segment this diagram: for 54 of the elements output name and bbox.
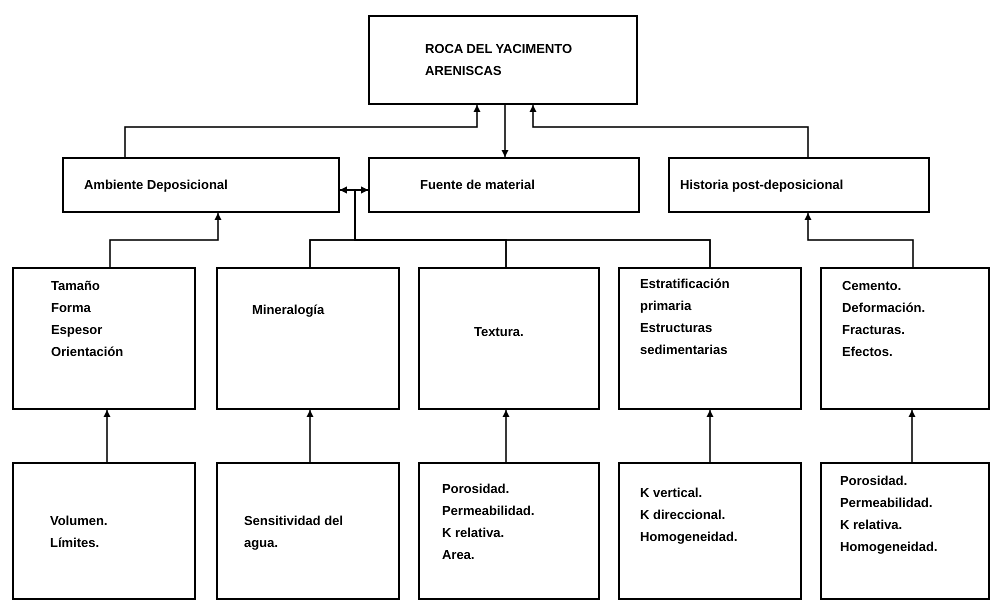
node-text: Fuente de material bbox=[420, 176, 535, 194]
text-box bbox=[216, 462, 400, 600]
text-box bbox=[418, 267, 600, 410]
node-text: K relativa. bbox=[840, 516, 902, 534]
text-box bbox=[820, 462, 990, 600]
connector-arrow bbox=[306, 410, 314, 462]
node-text: K direccional. bbox=[640, 506, 726, 524]
node-text: Forma bbox=[51, 299, 91, 317]
node-text: Mineralogía bbox=[252, 301, 324, 319]
connector-arrow bbox=[502, 410, 510, 462]
connector-arrow bbox=[530, 105, 809, 157]
node-text: Area. bbox=[442, 546, 475, 564]
connector-arrow bbox=[124, 105, 480, 157]
node-text: Textura. bbox=[474, 323, 524, 341]
text-box bbox=[618, 267, 802, 410]
node-text: Tamaño bbox=[51, 277, 100, 295]
node-text: ROCA DEL YACIMENTO ARENISCAS bbox=[425, 40, 574, 80]
text-box bbox=[418, 462, 600, 600]
node-text: Estratificación primaria bbox=[640, 275, 731, 315]
node-text: Homogeneidad. bbox=[640, 528, 738, 546]
node-text: Cemento. bbox=[842, 277, 902, 295]
node-text: K vertical. bbox=[640, 484, 702, 502]
node-text: Espesor bbox=[51, 321, 102, 339]
node-text: Estructuras sedimentarias bbox=[640, 319, 728, 359]
text-box bbox=[12, 462, 196, 600]
text-box bbox=[368, 15, 638, 105]
connector-arrow bbox=[109, 213, 222, 267]
node-text: Orientación bbox=[51, 343, 124, 361]
node-text: Efectos. bbox=[842, 343, 893, 361]
node-text: Sensitividad del agua. bbox=[244, 512, 344, 552]
text-box bbox=[216, 267, 400, 410]
node-text: Historia post-deposicional bbox=[680, 176, 844, 194]
node-text: Límites. bbox=[50, 534, 100, 552]
text-box bbox=[618, 462, 802, 600]
node-text: Fracturas. bbox=[842, 321, 905, 339]
text-box bbox=[12, 267, 196, 410]
connector-arrow bbox=[502, 105, 508, 157]
connector-arrow bbox=[804, 213, 914, 267]
text-box bbox=[668, 157, 930, 213]
connector-arrow bbox=[104, 410, 110, 462]
node-text: Porosidad. bbox=[840, 472, 908, 490]
text-box bbox=[368, 157, 640, 213]
node-text: Homogeneidad. bbox=[840, 538, 938, 556]
node-text: Permeabilidad. bbox=[840, 494, 932, 512]
node-text: K relativa. bbox=[442, 524, 504, 542]
node-text: Ambiente Deposicional bbox=[84, 176, 228, 194]
node-text: Deformación. bbox=[842, 299, 926, 317]
connector-arrow bbox=[706, 410, 714, 462]
text-box bbox=[62, 157, 340, 213]
connector-arrow bbox=[908, 410, 916, 462]
node-text: Volumen. bbox=[50, 512, 108, 530]
node-text: Porosidad. bbox=[442, 480, 510, 498]
text-box bbox=[820, 267, 990, 410]
node-text: Permeabilidad. bbox=[442, 502, 534, 520]
